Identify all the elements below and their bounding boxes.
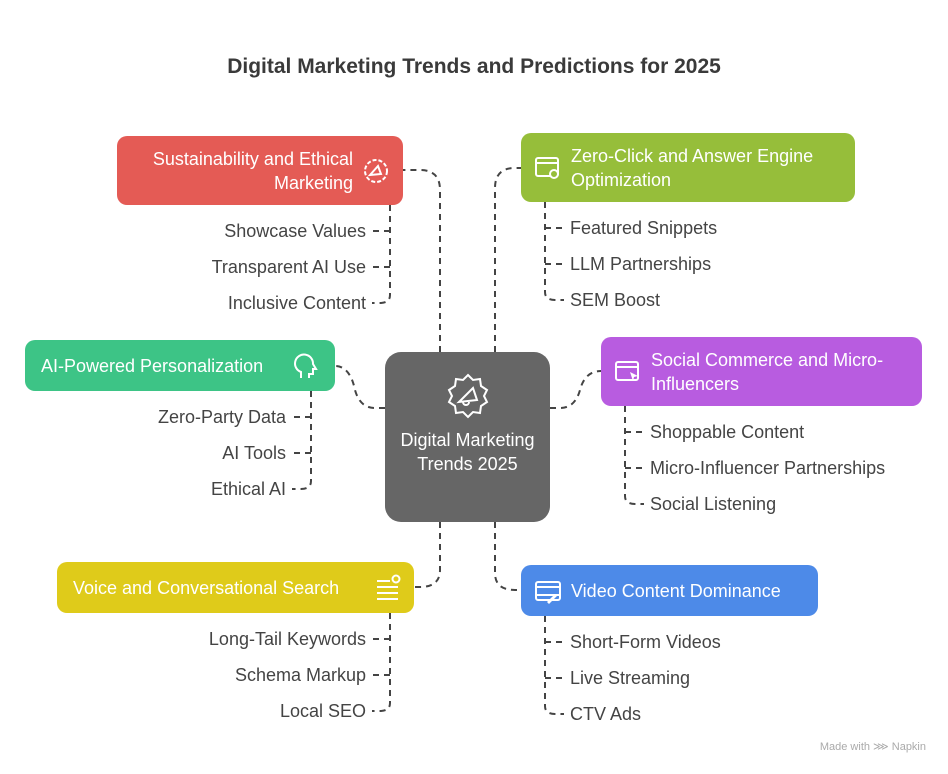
sub-item: Live Streaming: [570, 668, 691, 688]
sub-item: Inclusive Content: [227, 293, 366, 313]
ai-head-icon: [294, 353, 318, 378]
sub-item: AI Tools: [222, 443, 286, 463]
sub-item: Transparent AI Use: [211, 257, 366, 277]
sub-item: Ethical AI: [210, 479, 286, 499]
connector-zero-click: [494, 167, 521, 352]
browser-cursor-icon: [615, 360, 639, 381]
sub-item: Featured Snippets: [570, 218, 718, 238]
branch-label: Social Commerce and Micro-Influencers: [651, 349, 884, 394]
connector-sustainability: [403, 169, 441, 352]
branch-social-commerce: Social Commerce and Micro-Influencers: [601, 337, 922, 406]
sub-item: Shoppable Content: [650, 422, 805, 442]
branch-label: Voice and Conversational Search: [73, 577, 340, 598]
gear-megaphone-icon: [447, 373, 488, 419]
branch-video: Video Content Dominance: [521, 565, 818, 616]
sub-item: Showcase Values: [224, 221, 366, 241]
branch-zero-click: Zero-Click and Answer Engine Optimizatio…: [521, 133, 855, 202]
branch-sustainability: Sustainability and Ethical Marketing: [117, 136, 403, 205]
branch-voice-search: Voice and Conversational Search: [57, 562, 414, 613]
sub-item: SEM Boost: [570, 290, 661, 310]
sub-item: Schema Markup: [234, 665, 366, 685]
sub-item: Social Listening: [650, 494, 777, 514]
sub-item: Zero-Party Data: [157, 407, 286, 427]
sub-item: CTV Ads: [570, 704, 642, 724]
video-edit-icon: [535, 580, 561, 604]
sub-item: LLM Partnerships: [570, 254, 712, 274]
branch-label: Sustainability and Ethical Marketing: [152, 148, 353, 193]
diagram-title: Digital Marketing Trends and Predictions…: [227, 55, 721, 78]
branch-ai-personalization: AI-Powered Personalization: [25, 340, 335, 391]
center-label: Digital Marketing Trends 2025: [400, 430, 535, 474]
connector-ai: [334, 365, 385, 409]
branch-label: Video Content Dominance: [571, 580, 781, 601]
browser-search-icon: [535, 156, 559, 179]
sub-item: Short-Form Videos: [570, 632, 721, 652]
sub-item: Long-Tail Keywords: [208, 629, 366, 649]
connector-video: [494, 522, 521, 591]
sub-item: Local SEO: [279, 701, 366, 721]
branch-label: AI-Powered Personalization: [41, 355, 264, 376]
connector-social: [550, 370, 602, 409]
sub-item: Micro-Influencer Partnerships: [650, 458, 886, 478]
branch-label: Zero-Click and Answer Engine Optimizatio…: [571, 145, 814, 190]
list-search-icon: [377, 574, 401, 600]
megaphone-gear-icon: [364, 158, 388, 183]
connector-voice: [414, 522, 441, 588]
center-node: Digital Marketing Trends 2025: [385, 352, 550, 522]
napkin-watermark: Made with ⋙ Napkin: [819, 741, 926, 753]
